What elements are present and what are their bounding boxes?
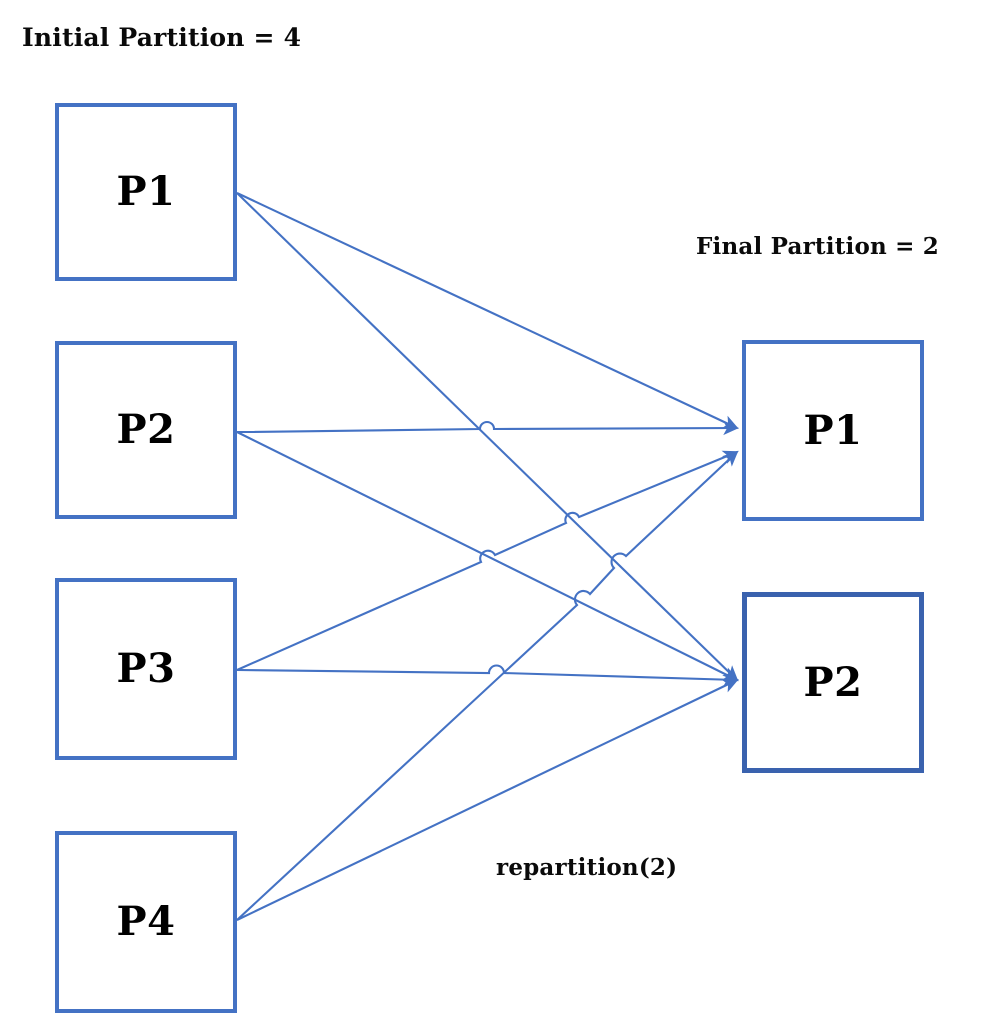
edge-src-p3-to-dst-p2 [236,664,739,687]
final-partition-box-p1[interactable]: P1 [742,340,924,521]
edge-src-p4-to-dst-p2 [236,679,739,921]
edge-src-p1-to-dst-p2 [236,192,739,682]
edge-src-p3-to-dst-p1 [236,450,739,671]
edge-src-p1-to-dst-p1 [236,192,739,429]
source-partition-label-p2: P2 [116,406,176,453]
repartition-operation-label: repartition(2) [496,854,678,881]
initial-partition-title: Initial Partition = 4 [22,23,302,52]
source-partition-box-p4[interactable]: P4 [55,831,237,1013]
final-partition-label-p1: P1 [803,406,863,454]
edge-src-p2-to-dst-p1 [237,420,739,436]
edge-src-p2-to-dst-p2 [236,431,739,681]
source-partition-label-p3: P3 [116,645,176,692]
source-partition-box-p1[interactable]: P1 [55,103,237,281]
source-partition-box-p3[interactable]: P3 [55,578,237,760]
final-partition-label-p2: P2 [803,658,863,706]
final-partition-box-p2[interactable]: P2 [742,592,924,773]
final-partition-title: Final Partition = 2 [696,233,940,260]
source-partition-box-p2[interactable]: P2 [55,341,237,519]
edge-src-p4-to-dst-p1 [236,450,739,921]
source-partition-label-p1: P1 [116,168,176,215]
source-partition-label-p4: P4 [116,898,176,945]
